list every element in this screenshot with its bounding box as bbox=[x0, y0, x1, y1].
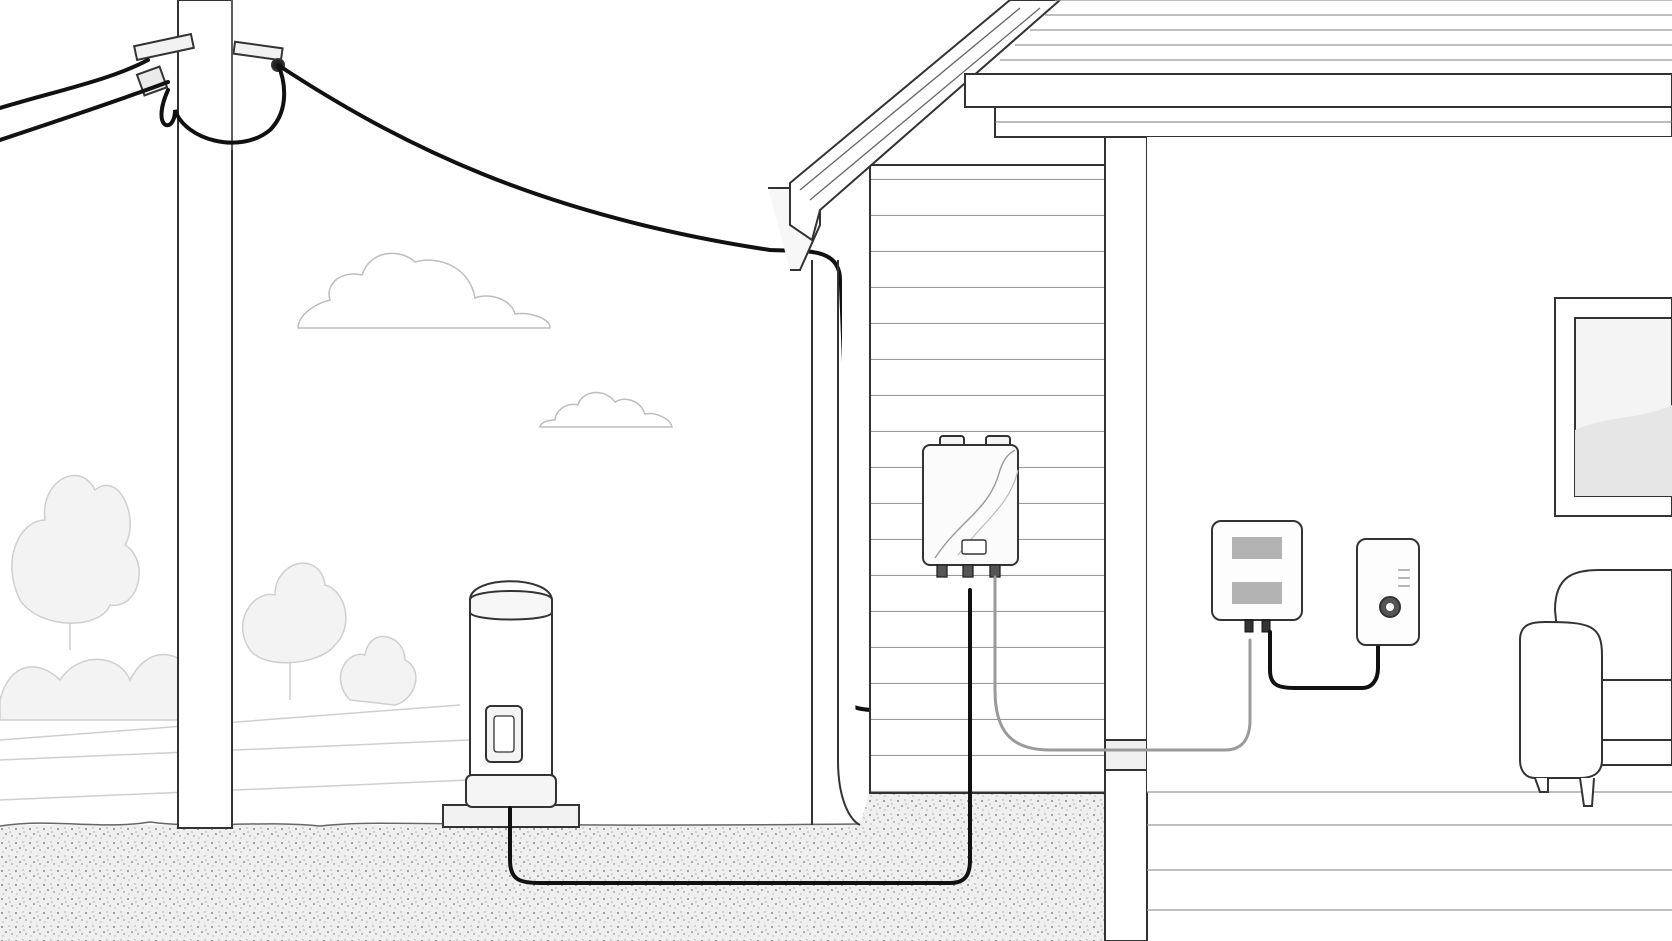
terminal-box-icon bbox=[1211, 520, 1303, 633]
clouds bbox=[297, 252, 673, 428]
wall-enclosure-icon bbox=[922, 435, 1019, 578]
armchair-icon bbox=[1519, 569, 1672, 807]
house-icon bbox=[768, 0, 1672, 941]
roof bbox=[789, 0, 1062, 242]
indoor-fiber-cable bbox=[993, 575, 1252, 752]
cloud-icon bbox=[539, 391, 673, 428]
underground-cable bbox=[508, 588, 972, 885]
floor bbox=[1147, 791, 1672, 911]
hedge bbox=[0, 653, 201, 721]
router-icon bbox=[1356, 538, 1420, 646]
downspout bbox=[811, 260, 861, 826]
cloud-icon bbox=[297, 252, 551, 329]
porch-eave bbox=[964, 73, 1672, 108]
tree-icon bbox=[11, 474, 140, 650]
pedestal-cabinet-icon bbox=[442, 580, 580, 828]
porch-post bbox=[1104, 136, 1148, 941]
background-landscape bbox=[0, 474, 471, 801]
tree-icon bbox=[242, 562, 347, 700]
tree-icon bbox=[339, 635, 417, 706]
ethernet-cable bbox=[1268, 630, 1380, 690]
